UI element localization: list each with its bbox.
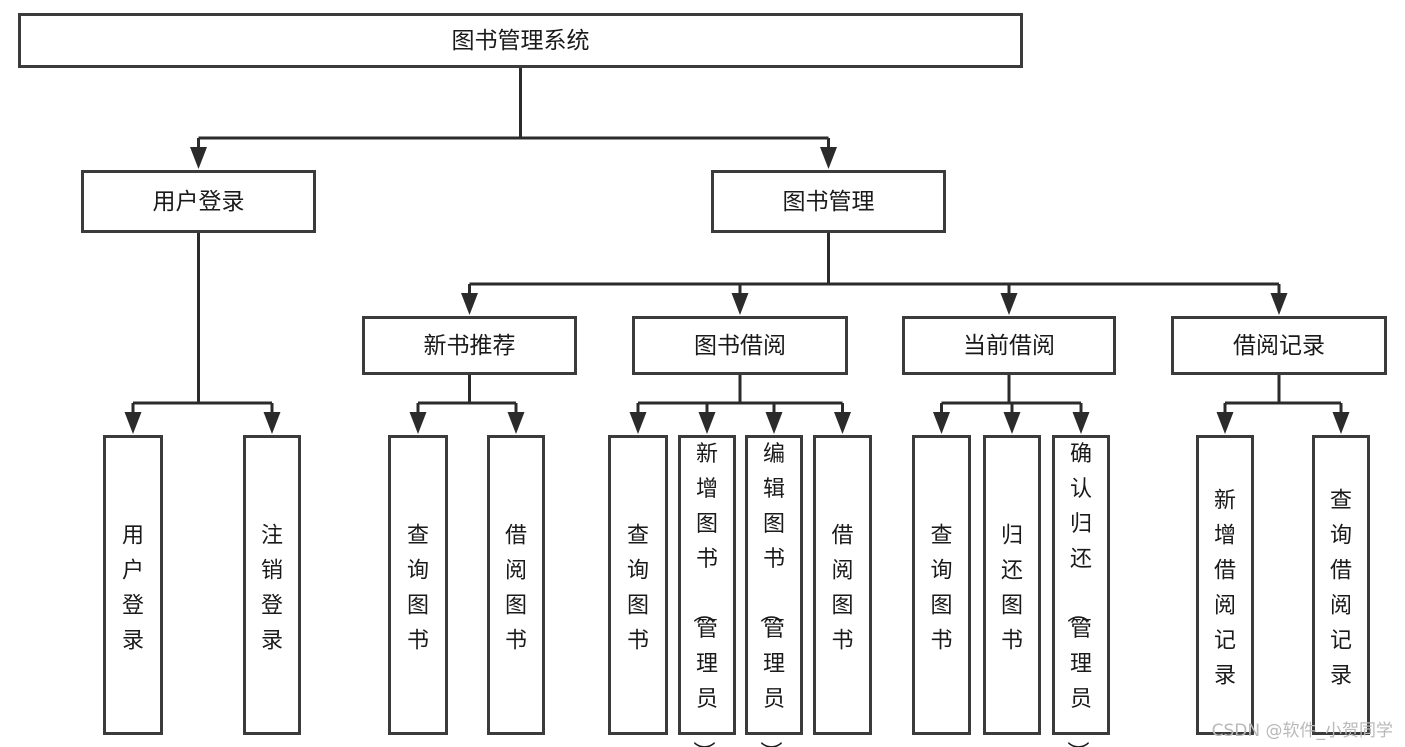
node-l1_1[interactable]: 图书管理 <box>711 170 946 233</box>
arrow-head-icon <box>1003 412 1021 434</box>
arrow-head-icon <box>698 412 716 434</box>
node-leaf_3[interactable]: 借阅图书 <box>487 435 545 735</box>
node-label-vertical: 归还图书 <box>1001 523 1023 653</box>
node-box <box>745 435 803 735</box>
node-leaf_2[interactable]: 查询图书 <box>388 435 448 735</box>
arrow-head-icon <box>409 412 427 434</box>
node-box <box>912 435 971 735</box>
arrow-head-icon <box>1332 412 1350 434</box>
node-leaf_6[interactable]: 编辑图书（管理员） <box>745 435 803 747</box>
node-label-vertical: 查询借阅记录 <box>1330 488 1352 688</box>
node-l2_2[interactable]: 当前借阅 <box>902 316 1116 375</box>
node-leaf_7[interactable]: 借阅图书 <box>813 435 872 735</box>
arrow-head-icon <box>1270 293 1288 315</box>
node-label-vertical: 新增借阅记录 <box>1214 488 1236 688</box>
node-leaf_10[interactable]: 确认归还（管理员） <box>1052 435 1110 747</box>
node-leaf_9[interactable]: 归还图书 <box>983 435 1041 735</box>
node-label-vertical: 确认归还（管理员） <box>1064 442 1092 747</box>
node-label-vertical: 查询图书 <box>407 523 429 653</box>
node-l2_0[interactable]: 新书推荐 <box>362 316 577 375</box>
node-label-vertical: 借阅图书 <box>831 523 853 653</box>
arrow-head-icon <box>124 412 142 434</box>
arrow-head-icon <box>820 147 837 169</box>
node-label-vertical: 注销登录 <box>261 523 283 653</box>
node-l2_1[interactable]: 图书借阅 <box>632 316 848 375</box>
node-label: 借阅记录 <box>1233 333 1325 359</box>
node-label: 新书推荐 <box>424 333 516 359</box>
node-label: 当前借阅 <box>963 333 1055 359</box>
node-box <box>1052 435 1110 735</box>
node-label: 图书借阅 <box>694 333 786 359</box>
node-box <box>243 435 301 735</box>
node-box <box>983 435 1041 735</box>
node-box <box>103 435 163 735</box>
node-label: 图书管理 <box>783 189 875 215</box>
arrow-head-icon <box>834 412 851 434</box>
node-box <box>1196 435 1254 735</box>
node-leaf_1[interactable]: 注销登录 <box>243 435 301 735</box>
node-box <box>362 316 577 375</box>
arrow-head-icon <box>461 293 478 315</box>
node-box <box>1171 316 1387 375</box>
node-l1_0[interactable]: 用户登录 <box>81 170 316 233</box>
arrow-head-icon <box>1072 412 1090 434</box>
node-label: 图书管理系统 <box>452 28 590 54</box>
node-box <box>902 316 1116 375</box>
arrow-head-icon <box>190 147 207 169</box>
arrow-head-icon <box>263 412 281 434</box>
node-root[interactable]: 图书管理系统 <box>18 13 1023 68</box>
node-leaf_4[interactable]: 查询图书 <box>608 435 668 735</box>
node-leaf_11[interactable]: 新增借阅记录 <box>1196 435 1254 735</box>
node-box <box>813 435 872 735</box>
arrow-head-icon <box>1000 293 1018 315</box>
node-box <box>632 316 848 375</box>
node-label-vertical: 用户登录 <box>122 523 144 653</box>
node-box <box>1312 435 1370 735</box>
node-box <box>388 435 448 735</box>
arrow-head-icon <box>629 412 647 434</box>
node-box <box>81 170 316 233</box>
node-box <box>711 170 946 233</box>
node-l2_3[interactable]: 借阅记录 <box>1171 316 1387 375</box>
node-box <box>608 435 668 735</box>
node-label: 用户登录 <box>153 189 245 215</box>
node-label-vertical: 查询图书 <box>627 523 649 653</box>
node-label-vertical: 编辑图书（管理员） <box>757 442 785 747</box>
node-leaf_8[interactable]: 查询图书 <box>912 435 971 735</box>
node-leaf_0[interactable]: 用户登录 <box>103 435 163 735</box>
edge-layer <box>124 68 1350 434</box>
node-leaf_5[interactable]: 新增图书（管理员） <box>678 435 736 747</box>
node-box <box>18 13 1023 68</box>
node-box <box>678 435 736 735</box>
arrow-head-icon <box>1216 412 1234 434</box>
node-label-vertical: 新增图书（管理员） <box>690 442 718 747</box>
node-label-vertical: 查询图书 <box>930 523 952 653</box>
arrow-head-icon <box>507 412 525 434</box>
arrow-head-icon <box>933 412 950 434</box>
arrow-head-icon <box>765 412 783 434</box>
node-label-vertical: 借阅图书 <box>505 523 527 653</box>
node-box <box>487 435 545 735</box>
arrow-head-icon <box>731 293 749 315</box>
node-layer: 图书管理系统用户登录图书管理新书推荐图书借阅当前借阅借阅记录用户登录注销登录查询… <box>18 13 1387 747</box>
node-leaf_12[interactable]: 查询借阅记录 <box>1312 435 1370 735</box>
